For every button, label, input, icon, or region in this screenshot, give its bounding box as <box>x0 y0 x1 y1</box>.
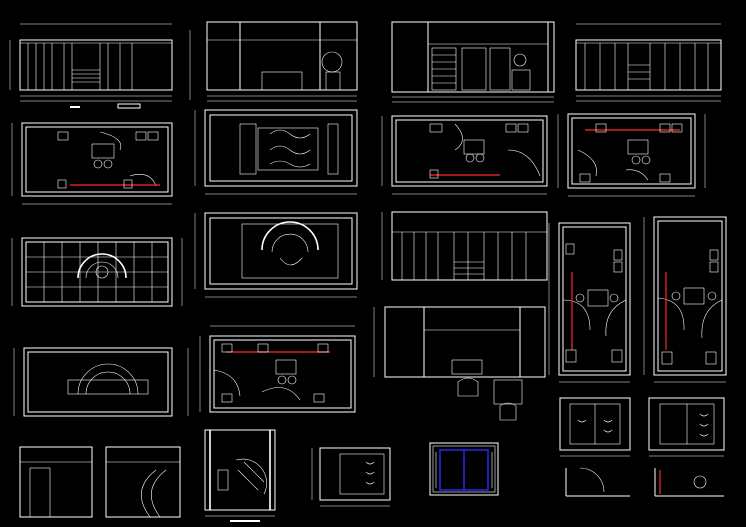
vertical-plan-1 <box>548 222 631 383</box>
detail-elevation-1 <box>559 397 631 457</box>
plan-a <box>11 122 173 205</box>
ceiling-plan-arc <box>194 212 358 298</box>
plan-b <box>194 109 358 195</box>
plan-d <box>557 113 706 197</box>
detail-chairs <box>451 359 523 421</box>
elevation-1 <box>9 23 191 109</box>
elevation-2 <box>206 21 358 102</box>
plan-e <box>199 325 356 413</box>
elevation-small-1 <box>19 446 93 518</box>
elevation-3 <box>391 21 555 103</box>
ceiling-plan-dome <box>13 347 189 417</box>
plan-c <box>381 115 548 195</box>
plan-detail-2 <box>654 468 724 497</box>
elevation-small-2 <box>105 446 181 518</box>
elevation-5 <box>381 211 548 281</box>
detail-elevation-2 <box>648 397 725 457</box>
section-detail <box>204 429 276 522</box>
plan-detail-1 <box>565 467 630 497</box>
section-elevation <box>373 306 546 378</box>
elevation-4 <box>575 23 722 102</box>
door-window-detail <box>429 442 499 496</box>
elevation-small-3 <box>311 447 391 507</box>
vertical-plan-2 <box>643 216 727 383</box>
ceiling-grid-plan <box>11 237 183 307</box>
